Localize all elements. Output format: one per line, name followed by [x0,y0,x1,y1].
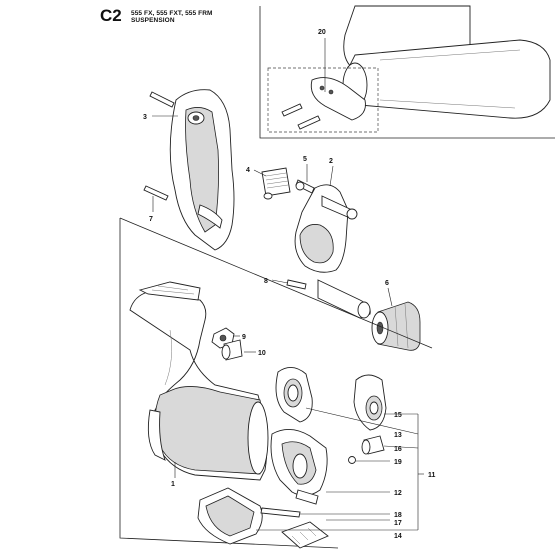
inset-detail-box [259,5,555,139]
assembly-frame-top [119,217,433,349]
callout-5: 5 [303,156,307,163]
callout-12: 12 [394,490,402,497]
part-1-housing [129,281,269,481]
part-10-sleeve [221,339,243,361]
model-list: 555 FX, 555 FXT, 555 FRM [131,10,213,17]
callout-13: 13 [394,432,402,439]
part-15-cap [353,374,387,431]
callout-1: 1 [171,481,175,488]
callout-6: 6 [385,280,389,287]
diagram-code: C2 [100,6,122,25]
callout-18: 18 [394,512,402,519]
callout-8: 8 [264,278,268,285]
callout-19: 19 [394,459,402,466]
part-9-nut-hole [219,334,227,342]
callout-20: 20 [318,29,326,36]
callout-17: 17 [394,520,402,527]
part-18-screw [260,507,301,518]
callout-2: 2 [329,158,333,165]
callout-labels: 20 3 5 2 4 7 8 6 9 10 1 15 13 16 19 11 1… [143,29,436,540]
part-3-screw [149,91,175,108]
assembly-frame [119,218,339,549]
part-8-screw [286,279,307,290]
part-2-bracket [294,184,371,319]
callout-16: 16 [394,446,402,453]
part-16-pin [361,435,385,455]
callout-14: 14 [394,533,402,540]
part-4-spring [261,167,291,200]
part-13-clamp-ring [275,367,313,423]
part-7-screw [143,185,169,201]
part-19-washer [348,456,356,464]
section-title: SUSPENSION [131,17,175,24]
leader-lines [152,38,424,531]
callout-9: 9 [242,334,246,341]
callout-15: 15 [394,412,402,419]
callout-10: 10 [258,350,266,357]
part-12-clamp [270,429,328,505]
callout-3: 3 [143,114,147,121]
part-14-cover [197,487,263,545]
callout-7: 7 [149,216,153,223]
part-3-cover [169,89,235,251]
part-17-plate [281,521,329,549]
callout-4: 4 [246,167,250,174]
part-5-washer [295,181,305,191]
callout-11: 11 [428,472,436,479]
